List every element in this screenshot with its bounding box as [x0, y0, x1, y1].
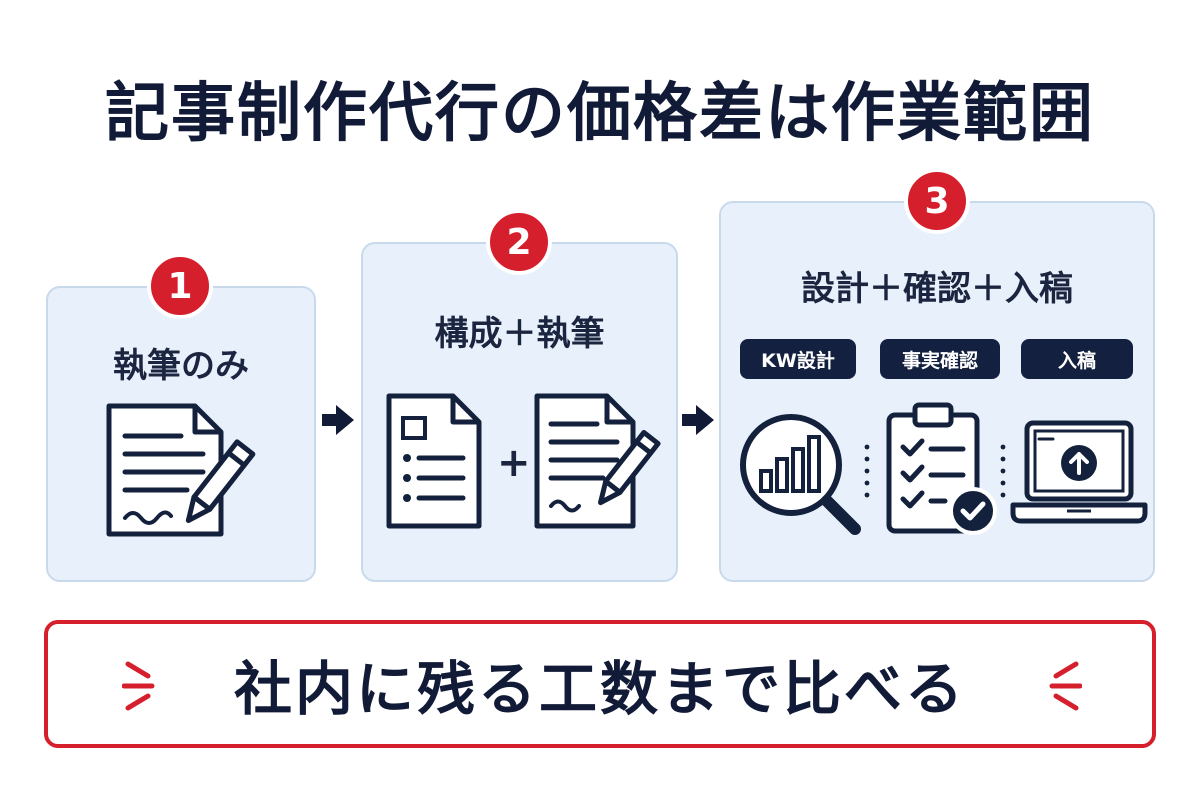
- left-burst-icon: [122, 661, 155, 711]
- task-pill-kw: KW設計: [740, 339, 856, 379]
- outline-document-icon: [386, 393, 482, 529]
- step-label-3: 設計＋確認＋入稿: [801, 269, 1073, 309]
- step-badge-2: 2: [486, 209, 552, 275]
- clipboard-check-icon: [886, 402, 997, 535]
- task-pill-upload: 入稿: [1021, 339, 1133, 379]
- conclusion-banner: 社内に残る工数まで比べる: [44, 620, 1156, 748]
- conclusion-text: 社内に残る工数まで比べる: [233, 655, 966, 723]
- page-title: 記事制作代行の価格差は作業範囲: [105, 77, 1095, 151]
- chart-magnifier-icon: [740, 414, 861, 535]
- task-pill-factcheck: 事実確認: [880, 339, 1000, 379]
- step-label-1: 執筆のみ: [113, 346, 249, 386]
- step-card-2: 構成＋執筆 +: [361, 242, 678, 582]
- document-pen-icon: [106, 403, 256, 537]
- dotted-separator: [1000, 444, 1006, 498]
- document-pen-icon: [534, 393, 661, 529]
- arrow-right-icon: [322, 405, 354, 435]
- step-badge-3: 3: [904, 168, 970, 234]
- step-badge-1: 1: [147, 253, 213, 319]
- step-card-3: 設計＋確認＋入稿 KW設計 事実確認 入稿: [719, 201, 1155, 582]
- arrow-right-icon: [682, 405, 714, 435]
- step-label-2: 構成＋執筆: [434, 314, 605, 354]
- plus-sign: +: [497, 440, 531, 486]
- right-burst-icon: [1049, 661, 1082, 711]
- step-card-1: 執筆のみ: [46, 286, 316, 582]
- laptop-upload-icon: [1010, 420, 1148, 524]
- dotted-separator: [864, 444, 870, 498]
